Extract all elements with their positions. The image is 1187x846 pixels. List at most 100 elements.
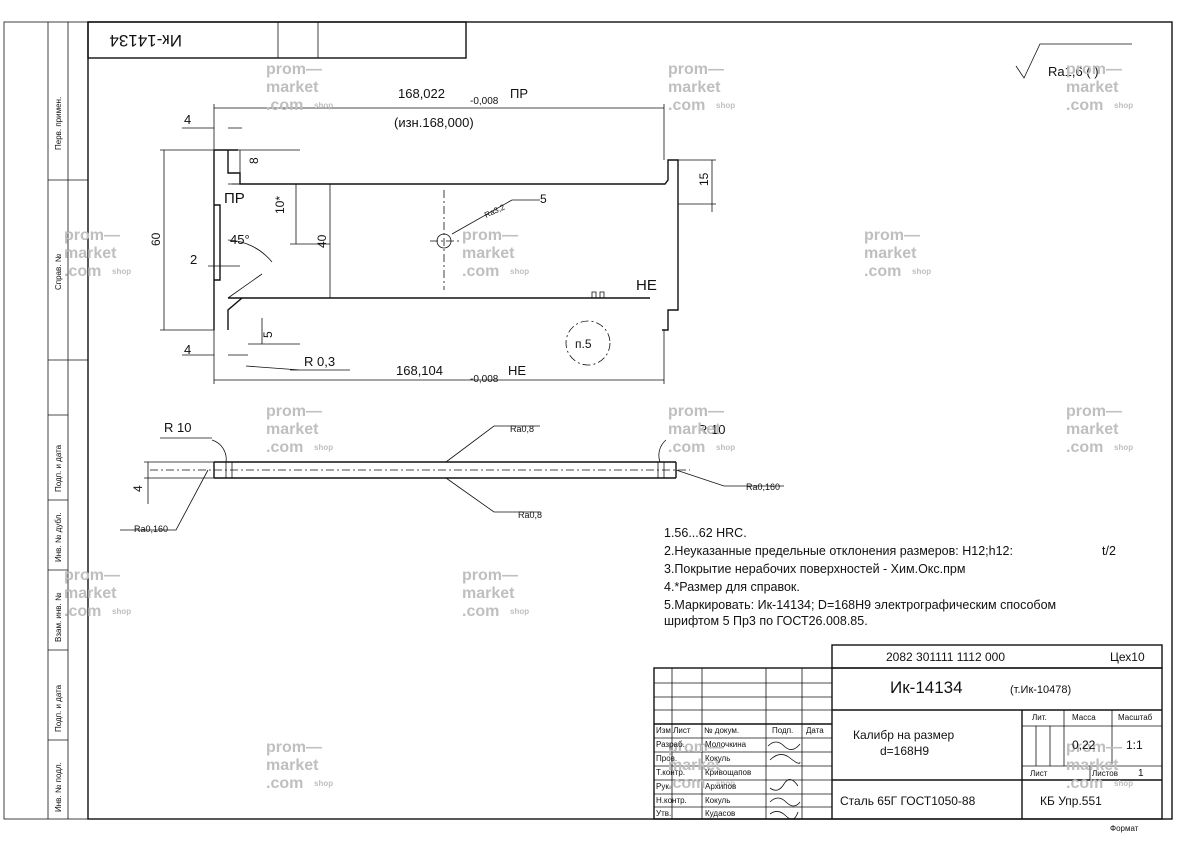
person-designer: Молочкина: [705, 740, 747, 749]
svg-text:.com: .com: [64, 263, 101, 280]
svg-text:prom—: prom—: [668, 61, 724, 78]
dim-5: 5: [261, 331, 275, 338]
corner-stamp: Ик-14134: [109, 31, 182, 50]
designation-ref: (т.Ик-10478): [1010, 684, 1072, 696]
dim-r10-right: R 10: [698, 422, 725, 437]
ra-bottom-face: Ra0,8: [518, 510, 542, 520]
svg-text:.com: .com: [266, 97, 303, 114]
svg-text:market: market: [1066, 757, 1119, 774]
role-designer: Разраб.: [656, 740, 685, 749]
svg-text:shop: shop: [314, 443, 333, 452]
col-header-change: Изм.Лист: [656, 726, 691, 735]
dim-top-tol: -0,008: [470, 96, 499, 107]
svg-text:market: market: [64, 245, 117, 262]
svg-text:shop: shop: [112, 607, 131, 616]
svg-text:.com: .com: [1066, 97, 1103, 114]
svg-text:prom—: prom—: [462, 227, 518, 244]
svg-text:shop: shop: [716, 101, 735, 110]
svg-text:shop: shop: [314, 101, 333, 110]
role-head: Рук.: [656, 782, 672, 791]
svg-text:market: market: [1066, 421, 1119, 438]
svg-text:market: market: [668, 757, 721, 774]
svg-text:market: market: [1066, 79, 1119, 96]
dim-bottom-label: НЕ: [508, 363, 526, 378]
svg-text:.com: .com: [668, 97, 705, 114]
role-norm-control: Н.контр.: [656, 796, 687, 805]
svg-text:market: market: [668, 421, 721, 438]
dim-4-bottom: 4: [184, 342, 191, 357]
svg-text:.com: .com: [266, 775, 303, 792]
svg-text:shop: shop: [314, 779, 333, 788]
dim-8: 8: [247, 157, 261, 164]
signatures: [767, 741, 801, 820]
side-label-sign-date-2: Подп. и дата: [54, 684, 63, 732]
svg-text:.com: .com: [462, 263, 499, 280]
side-label-sign-date-1: Подп. и дата: [54, 444, 63, 492]
role-tech-control: Т.контр.: [656, 768, 686, 777]
dim-hole-roughness: Ra3,2: [483, 202, 507, 219]
ra-left-face: Ra0,160: [134, 524, 168, 534]
svg-text:market: market: [266, 421, 319, 438]
side-label-dup-inv: Инв. № дубл.: [54, 512, 63, 562]
note-1: 1.56...62 HRC.: [664, 526, 747, 540]
dim-thickness: 4: [131, 485, 145, 492]
svg-text:.com: .com: [668, 439, 705, 456]
svg-text:.com: .com: [1066, 439, 1103, 456]
col-header-date: Дата: [806, 726, 824, 735]
person-head: Архипов: [705, 782, 737, 791]
svg-text:.com: .com: [462, 603, 499, 620]
designation: Ик-14134: [890, 678, 963, 697]
part-name-line1: Калибр на размер: [853, 728, 955, 742]
side-label-first-use: Перв. примен.: [54, 96, 63, 150]
svg-text:.com: .com: [266, 439, 303, 456]
svg-text:prom—: prom—: [1066, 739, 1122, 756]
gauge-side-view: [120, 425, 784, 531]
go-label: ПР: [224, 190, 245, 207]
col-header-sign: Подп.: [772, 726, 794, 735]
svg-text:shop: shop: [716, 443, 735, 452]
sheet-frame: [87, 21, 1173, 820]
organization: КБ Упр.551: [1040, 794, 1102, 808]
svg-text:prom—: prom—: [266, 403, 322, 420]
dim-15: 15: [697, 172, 711, 186]
sheets-label: Листов: [1092, 769, 1118, 778]
nogo-label: НЕ: [636, 277, 657, 294]
svg-text:.com: .com: [64, 603, 101, 620]
item-ref: п.5: [575, 337, 592, 351]
svg-text:shop: shop: [510, 267, 529, 276]
svg-text:shop: shop: [1114, 101, 1133, 110]
scale-value: 1:1: [1126, 738, 1143, 752]
person-tech-control: Кривощапов: [705, 768, 752, 777]
svg-text:prom—: prom—: [864, 227, 920, 244]
title-block-grid: [653, 644, 1163, 820]
dim-4-top: 4: [184, 112, 191, 127]
dim-top-length: 168,022: [398, 86, 445, 101]
gauge-main-view: [213, 149, 679, 366]
person-checker: Кокуль: [705, 754, 731, 763]
svg-text:shop: shop: [716, 779, 735, 788]
svg-text:shop: shop: [510, 607, 529, 616]
svg-text:prom—: prom—: [64, 567, 120, 584]
person-norm-control: Кокуль: [705, 796, 731, 805]
side-label-orig-inv: Инв. № подл.: [54, 762, 63, 812]
svg-text:shop: shop: [112, 267, 131, 276]
left-margin: [3, 21, 89, 820]
note-2-tail: t/2: [1102, 544, 1116, 558]
roughness-symbol-general: [1015, 43, 1132, 79]
svg-text:market: market: [462, 245, 515, 262]
material: Сталь 65Г ГОСТ1050-88: [840, 794, 976, 808]
svg-text:market: market: [266, 79, 319, 96]
note-5-cont: шрифтом 5 Пр3 по ГОСТ26.008.85.: [664, 614, 868, 628]
role-checker: Пров.: [656, 754, 678, 763]
dim-r03: R 0,3: [304, 354, 335, 369]
svg-text:prom—: prom—: [462, 567, 518, 584]
svg-text:prom—: prom—: [266, 739, 322, 756]
svg-text:shop: shop: [912, 267, 931, 276]
svg-text:prom—: prom—: [1066, 403, 1122, 420]
ra-top-face: Ra0,8: [510, 424, 534, 434]
note-3: 3.Покрытие нерабочих поверхностей - Хим.…: [664, 562, 966, 576]
part-name-line2: d=168H9: [880, 744, 930, 758]
dim-60: 60: [149, 232, 163, 246]
side-label-replaced-inv: Взам. инв. №: [54, 592, 63, 642]
svg-text:.com: .com: [668, 775, 705, 792]
